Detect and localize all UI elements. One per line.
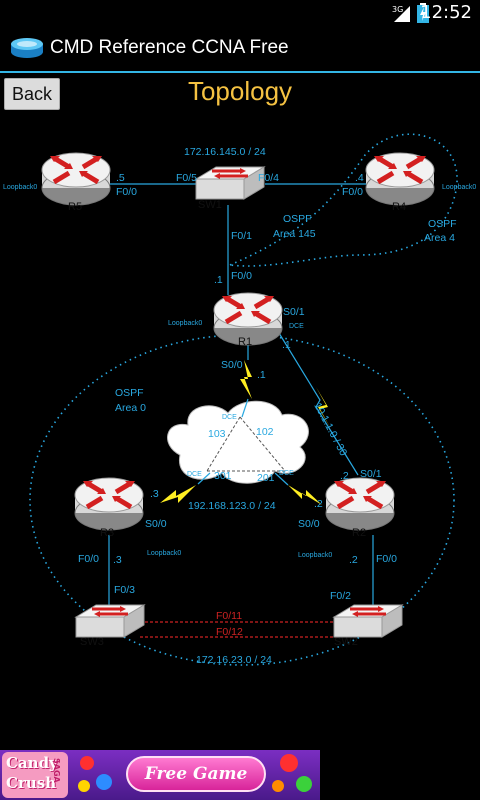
dlci-103-label: 103 bbox=[208, 428, 226, 440]
serial-r1-cloud-icon bbox=[240, 360, 252, 399]
cloud-dce-right-label: DCE bbox=[279, 470, 294, 477]
router-r2-label: R2 bbox=[352, 527, 366, 539]
ospf-0-line2: Area 0 bbox=[115, 402, 146, 414]
r3-f00-label: F0/0 bbox=[78, 553, 99, 565]
network-label-frame-relay: 192.168.123.0 / 24 bbox=[188, 500, 276, 512]
r2-f00-label: F0/0 bbox=[376, 553, 397, 565]
candy-decoration bbox=[80, 756, 94, 770]
router-r4-label: R4 bbox=[392, 201, 406, 213]
sw1-f04-label: F0/4 bbox=[258, 172, 279, 184]
ospf-4-line2: Area 4 bbox=[424, 232, 455, 244]
battery-icon bbox=[417, 3, 429, 27]
dlci-301-label: 301 bbox=[214, 470, 232, 482]
signal-icon: 3G bbox=[392, 4, 412, 26]
r2-s00-label: S0/0 bbox=[298, 518, 320, 530]
r1-host-f-label: .1 bbox=[214, 274, 223, 286]
router-r3-label: R3 bbox=[100, 527, 114, 539]
r4-host-label: .4 bbox=[355, 172, 364, 184]
r2-host-s00-label: .2 bbox=[314, 498, 323, 510]
sw1-f05-label: F0/5 bbox=[176, 172, 197, 184]
r3-loopback-label: Loopback0 bbox=[147, 550, 181, 557]
ospf-0-line1: OSPF bbox=[115, 387, 144, 399]
r4-if-label: F0/0 bbox=[342, 186, 363, 198]
serial-link-r1-r2 bbox=[278, 332, 359, 476]
dlci-201-label: 201 bbox=[257, 472, 275, 484]
r2-loopback-label: Loopback0 bbox=[298, 552, 332, 559]
app-title: CMD Reference CCNA Free bbox=[50, 37, 289, 58]
r2-s01-label: S0/1 bbox=[360, 468, 382, 480]
r3-host-f-label: .3 bbox=[113, 554, 122, 566]
ospf-area-4-boundary bbox=[226, 133, 458, 267]
sw2-f02-label: F0/2 bbox=[330, 590, 351, 602]
serial-r3-cloud-icon bbox=[160, 485, 196, 503]
r2-host-s01-label: .2 bbox=[340, 470, 349, 482]
router-r5-label: R5 bbox=[68, 201, 82, 213]
router-r4[interactable] bbox=[366, 153, 434, 205]
r5-if-label: F0/0 bbox=[116, 186, 137, 198]
cloud-dce-top-label: DCE bbox=[222, 414, 237, 421]
ad-banner[interactable]: Candy Crush SAGA Free Game bbox=[0, 750, 320, 800]
candy-decoration bbox=[280, 754, 298, 772]
trunk-f011-label: F0/11 bbox=[216, 610, 242, 622]
serial-r2-cloud-icon bbox=[288, 485, 322, 505]
r1-loopback-label: Loopback0 bbox=[168, 320, 202, 327]
r5-loopback-label: Loopback0 bbox=[3, 184, 37, 191]
network-label-serial: 10.1.1.0 / 30 bbox=[311, 401, 349, 458]
trunk-f012-label: F0/12 bbox=[216, 626, 243, 638]
r1-host-s-label: .1 bbox=[282, 339, 291, 351]
switch-sw2[interactable] bbox=[332, 603, 404, 639]
candy-decoration bbox=[96, 774, 112, 790]
r3-host-label: .3 bbox=[150, 488, 159, 500]
ospf-4-line1: OSPF bbox=[428, 218, 457, 230]
r1-s00-label: S0/0 bbox=[221, 359, 243, 371]
r1-f00-label: F0/0 bbox=[231, 270, 252, 282]
switch-sw3[interactable] bbox=[74, 603, 146, 639]
r1-host-s00-label: .1 bbox=[257, 369, 266, 381]
serial-r1-r2-icon bbox=[316, 387, 330, 427]
app-router-icon bbox=[10, 36, 44, 64]
switch-sw1[interactable] bbox=[194, 165, 266, 201]
sw1-f01-label: F0/1 bbox=[231, 230, 252, 242]
cloud-dce-left-label: DCE bbox=[187, 471, 202, 478]
r4-loopback-label: Loopback0 bbox=[442, 184, 476, 191]
router-r5[interactable] bbox=[42, 153, 110, 205]
network-label-top: 172.16.145.0 / 24 bbox=[184, 146, 266, 158]
network-label-bottom: 172.16.23.0 / 24 bbox=[196, 654, 272, 666]
status-clock: 12:52 bbox=[420, 2, 472, 23]
dlci-102-label: 102 bbox=[256, 426, 274, 438]
switch-sw2-label: SW2 bbox=[334, 636, 358, 648]
router-r1-label: R1 bbox=[238, 336, 252, 348]
candy-decoration bbox=[296, 776, 312, 792]
r1-s01-label: S0/1 bbox=[283, 306, 305, 318]
switch-sw1-label: SW1 bbox=[198, 199, 222, 211]
r5-host-label: .5 bbox=[116, 172, 125, 184]
sw3-f03-label: F0/3 bbox=[114, 584, 135, 596]
router-r3[interactable] bbox=[75, 478, 143, 530]
r3-s00-label: S0/0 bbox=[145, 518, 167, 530]
status-bar: 3G 12:52 bbox=[0, 0, 480, 25]
candy-decoration bbox=[272, 780, 284, 792]
candy-decoration bbox=[78, 780, 90, 792]
ospf-145-line2: Area 145 bbox=[273, 228, 316, 240]
frame-relay-cloud bbox=[167, 400, 309, 484]
topology-diagram: R5 R4 R1 R3 R2 SW1 SW3 SW2 172.16.145.0 … bbox=[3, 133, 476, 666]
action-bar: CMD Reference CCNA Free bbox=[0, 25, 480, 73]
switch-sw3-label: SW3 bbox=[80, 636, 104, 648]
r2-host-f-label: .2 bbox=[349, 554, 358, 566]
router-r2[interactable] bbox=[326, 478, 394, 530]
candy-crush-logo: Candy Crush SAGA bbox=[2, 752, 68, 798]
back-button[interactable]: Back bbox=[4, 78, 60, 110]
ospf-145-line1: OSPF bbox=[283, 213, 312, 225]
network-type-label: 3G bbox=[392, 5, 403, 14]
r1-dce-label: DCE bbox=[289, 323, 304, 330]
ad-free-game-button[interactable]: Free Game bbox=[126, 756, 266, 792]
page-title: Topology bbox=[187, 76, 293, 106]
